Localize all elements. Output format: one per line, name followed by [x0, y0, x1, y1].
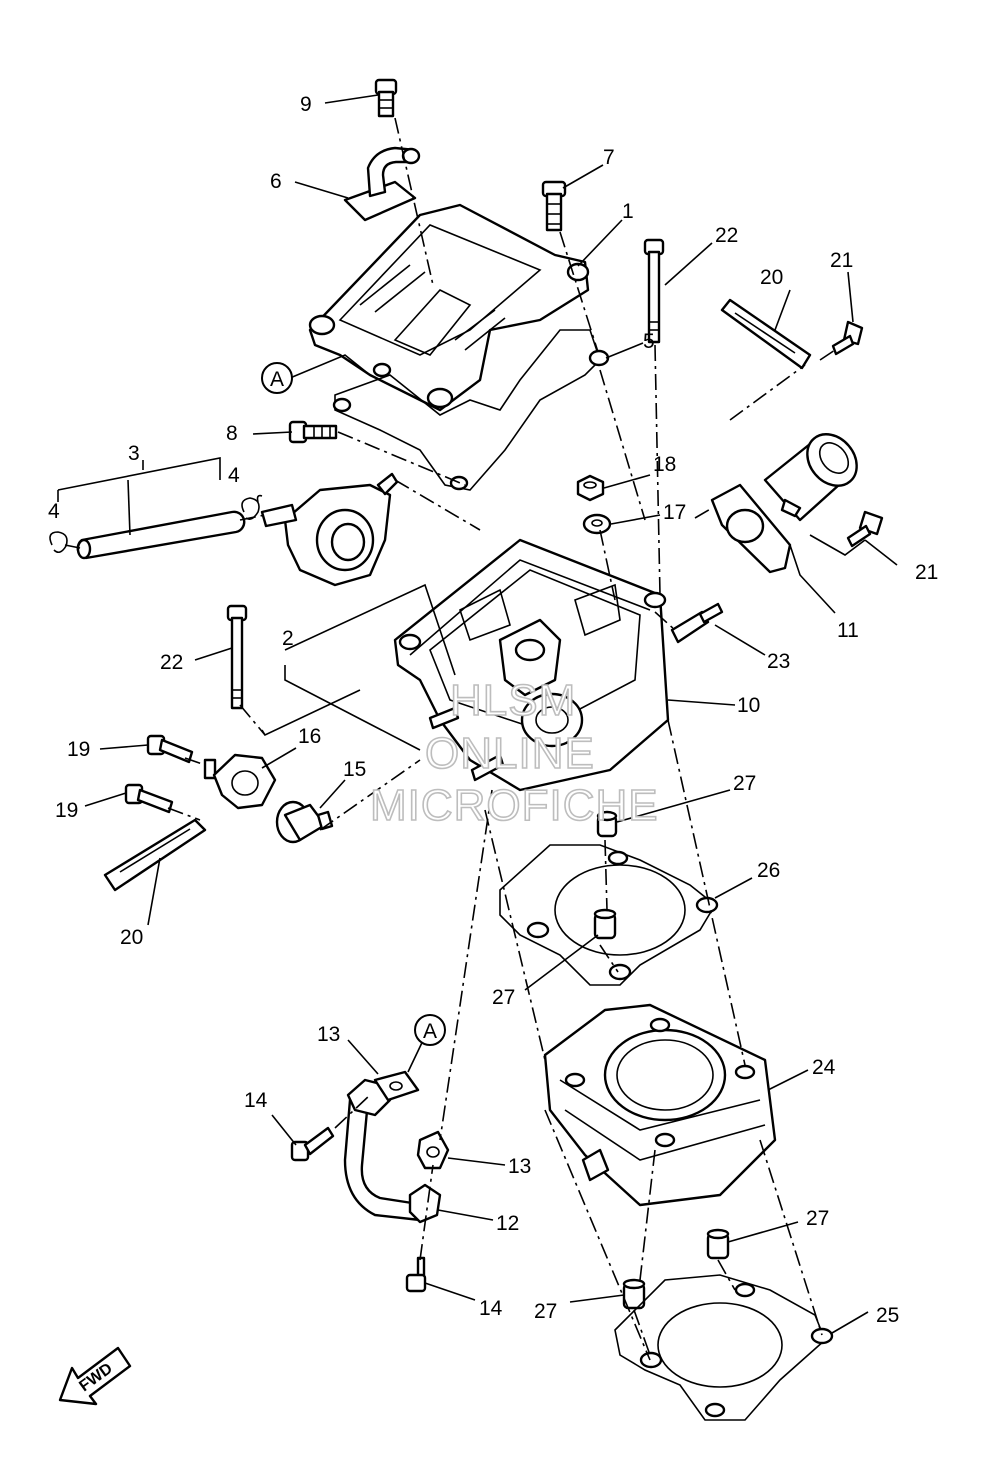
label-27-3: 27: [806, 1207, 829, 1230]
part-4-clip-right[interactable]: [241, 494, 263, 520]
label-6: 6: [270, 170, 282, 193]
part-22-bolt-left[interactable]: [226, 604, 248, 710]
label-27-4: 27: [534, 1300, 557, 1323]
label-19-lower: 19: [55, 799, 78, 822]
svg-text:HLSM: HLSM: [450, 676, 576, 725]
label-26: 26: [757, 859, 780, 882]
label-27-1: 27: [733, 772, 756, 795]
part-25-base-gasket[interactable]: [614, 1274, 834, 1421]
part-6-breather-fitting[interactable]: [343, 146, 421, 222]
label-13-lower: 13: [508, 1155, 531, 1178]
part-1-head-cover[interactable]: [308, 203, 590, 412]
label-15: 15: [343, 758, 366, 781]
label-22-left: 22: [160, 651, 183, 674]
part-21-bolt-right[interactable]: [846, 510, 884, 548]
label-21-right: 21: [915, 561, 938, 584]
label-16: 16: [298, 725, 321, 748]
label-19-upper: 19: [67, 738, 90, 761]
part-14-bolt-upper[interactable]: [290, 1126, 335, 1162]
fwd-arrow-icon: FWD: [58, 1346, 132, 1406]
label-11: 11: [837, 619, 859, 642]
part-10-cylinder-head[interactable]: [393, 538, 670, 792]
part-9-bolt[interactable]: [374, 78, 398, 118]
callout-labels: 9 6 7 1 22 20 21 5 8 3 4 4 18 17 21 11 2…: [48, 93, 938, 1327]
label-1: 1: [622, 200, 634, 223]
label-25: 25: [876, 1304, 899, 1327]
part-21-bolt-top[interactable]: [831, 320, 864, 356]
label-20-top: 20: [760, 266, 783, 289]
svg-text:MICROFICHE: MICROFICHE: [370, 781, 659, 830]
part-19-bolt-upper[interactable]: [146, 734, 194, 764]
label-22-top: 22: [715, 224, 738, 247]
part-27-dowel-2[interactable]: [593, 908, 617, 940]
assembly-lines: [64, 117, 836, 1361]
reference-a-top: A: [261, 362, 293, 394]
part-27-dowel-1[interactable]: [596, 810, 618, 838]
label-27-2: 27: [492, 986, 515, 1009]
part-13-gasket-upper[interactable]: [373, 1070, 420, 1102]
part-2-cover[interactable]: [260, 472, 399, 587]
label-12: 12: [496, 1212, 519, 1235]
label-13-upper: 13: [317, 1023, 340, 1046]
watermark: HLSM ONLINE MICROFICHE: [369, 675, 659, 831]
svg-text:A: A: [270, 368, 284, 391]
part-20-plate-top[interactable]: [720, 298, 812, 370]
label-20-left: 20: [120, 926, 143, 949]
part-18-nut[interactable]: [576, 474, 605, 502]
svg-text:ONLINE: ONLINE: [425, 729, 595, 778]
part-3-pipe[interactable]: [76, 510, 246, 560]
part-17-washer[interactable]: [582, 513, 612, 535]
label-4-left: 4: [48, 500, 60, 523]
part-24-cylinder[interactable]: [543, 1003, 777, 1207]
part-27-dowel-3[interactable]: [706, 1228, 730, 1260]
part-15-thermostat[interactable]: [275, 800, 334, 844]
label-10: 10: [737, 694, 760, 717]
part-11-intake-joint[interactable]: [710, 424, 867, 574]
label-3: 3: [128, 442, 140, 465]
part-7-bolt[interactable]: [541, 180, 567, 232]
leader-lines: [57, 94, 898, 1334]
part-13-gasket-lower[interactable]: [416, 1130, 450, 1170]
label-7: 7: [603, 146, 615, 169]
label-9: 9: [300, 93, 312, 116]
part-26-head-gasket[interactable]: [499, 844, 719, 986]
label-4-right: 4: [228, 464, 240, 487]
part-16-thermostat-cover[interactable]: [203, 753, 277, 810]
label-23: 23: [767, 650, 790, 673]
label-14-upper: 14: [244, 1089, 268, 1112]
part-20-plate-left[interactable]: [103, 818, 207, 892]
label-21-top: 21: [830, 249, 853, 272]
part-4-clip-left[interactable]: [49, 531, 68, 554]
label-18: 18: [653, 453, 676, 476]
part-22-bolt-top[interactable]: [643, 238, 665, 344]
part-14-bolt-lower[interactable]: [405, 1256, 427, 1293]
svg-text:A: A: [423, 1020, 437, 1043]
label-24: 24: [812, 1056, 836, 1079]
label-8: 8: [226, 422, 238, 445]
part-27-dowel-4[interactable]: [622, 1278, 646, 1310]
part-8-bolt[interactable]: [288, 420, 338, 444]
label-5: 5: [643, 330, 655, 353]
part-19-bolt-lower[interactable]: [124, 783, 174, 814]
label-17: 17: [663, 501, 686, 524]
label-2: 2: [282, 627, 294, 650]
label-14-lower: 14: [479, 1297, 503, 1320]
part-23-spark-plug[interactable]: [670, 602, 724, 644]
reference-a-bottom: A: [414, 1014, 446, 1046]
